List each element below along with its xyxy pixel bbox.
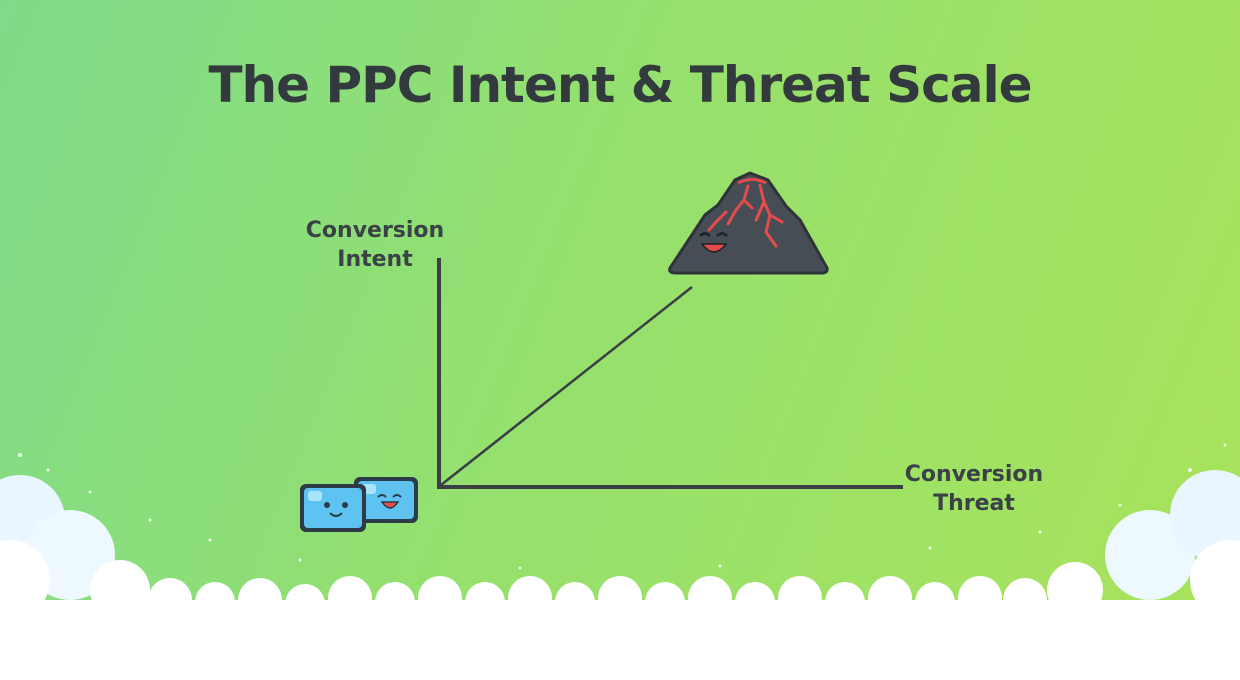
slide-title: The PPC Intent & Threat Scale: [208, 56, 1032, 114]
y-axis-label-line1: Conversion: [305, 218, 445, 243]
volcano-icon: [668, 171, 829, 275]
y-axis-label-line2: Intent: [337, 247, 413, 272]
clouds: [0, 470, 1240, 680]
x-axis-label: Conversion Threat: [900, 460, 1048, 518]
ice-cubes-icon: [300, 477, 418, 532]
ice-cube-back: [354, 477, 418, 523]
x-axis-label-line2: Threat: [933, 491, 1015, 516]
ice-cube-front: [300, 484, 366, 532]
x-axis-label-line1: Conversion: [904, 462, 1044, 487]
lava-flow: [726, 183, 784, 248]
y-axis-label: Conversion Intent: [300, 216, 450, 274]
trend-line: [440, 286, 693, 486]
volcano-smile: [700, 243, 728, 253]
volcano-crater: [737, 178, 767, 185]
sparkles: [18, 443, 1227, 570]
axes: [437, 258, 903, 489]
